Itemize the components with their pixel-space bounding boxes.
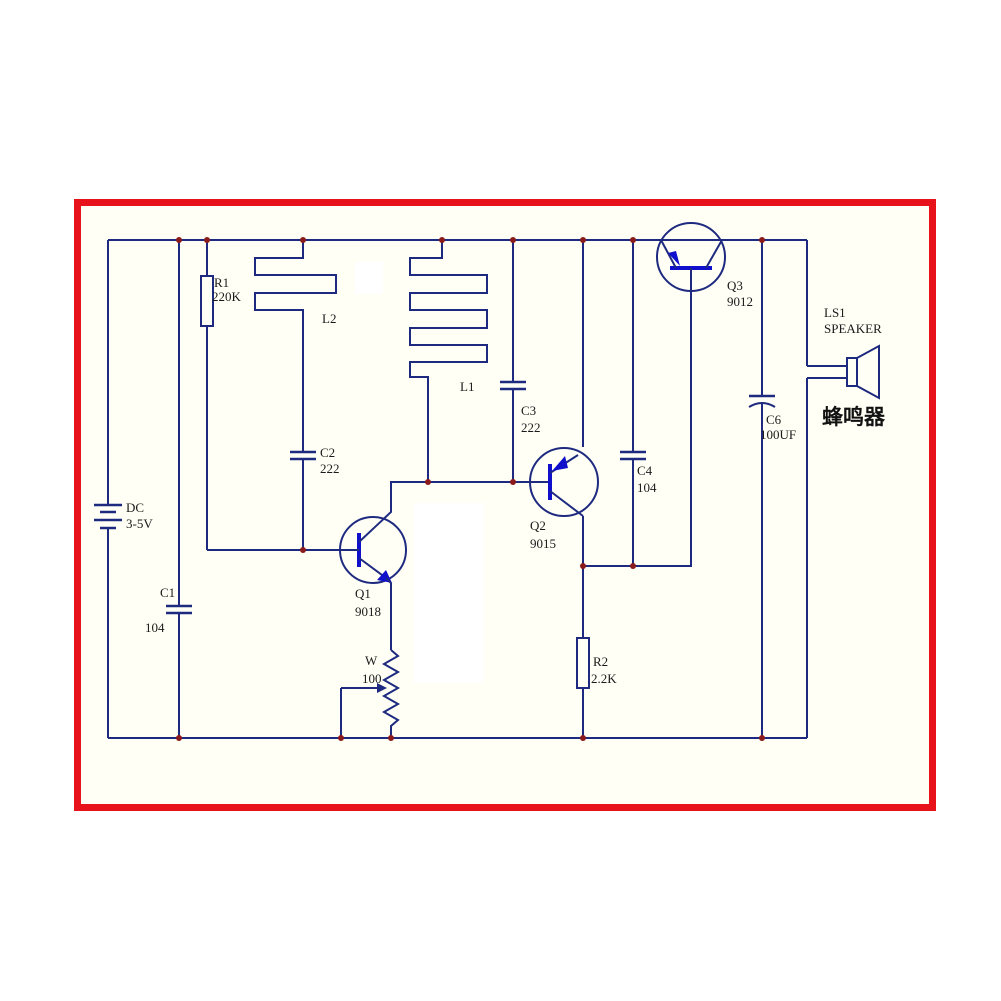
r1-ref: R1	[214, 275, 229, 290]
c6-ref: C6	[766, 412, 782, 427]
c2-ref: C2	[320, 445, 335, 460]
l1-ref: L1	[460, 379, 474, 394]
c2-value: 222	[320, 461, 340, 476]
q3-value: 9012	[727, 294, 753, 309]
q1-value: 9018	[355, 604, 381, 619]
q3-transistor	[656, 222, 726, 566]
l2-ref: L2	[322, 311, 336, 326]
ls1-ref: LS1	[824, 305, 846, 320]
l2-coil	[254, 240, 337, 452]
w-ref: W	[365, 653, 378, 668]
buzzer-label: 蜂鸣器	[822, 405, 886, 429]
c3-ref: C3	[521, 403, 536, 418]
q1-ref: Q1	[355, 586, 371, 601]
c6-capacitor	[748, 240, 776, 738]
c1-capacitor	[166, 240, 192, 738]
l1-coil	[409, 240, 488, 482]
blank-patch	[355, 262, 383, 294]
c6-value: 100UF	[760, 427, 796, 442]
circuit-frame	[74, 199, 936, 811]
r2-value: 2.2K	[591, 671, 617, 686]
c3-value: 222	[521, 420, 541, 435]
q2-transistor	[529, 240, 599, 638]
q2-ref: Q2	[530, 518, 546, 533]
dc-ref: DC	[126, 500, 144, 515]
w-value: 100	[362, 671, 382, 686]
w-potentiometer	[340, 649, 401, 738]
c1-value: 104	[145, 620, 165, 635]
c4-value: 104	[637, 480, 657, 495]
c2-capacitor	[290, 450, 316, 550]
junction-dots	[176, 237, 765, 741]
q1-transistor	[339, 481, 428, 650]
c3-capacitor	[500, 240, 526, 482]
dc-value: 3-5V	[126, 516, 153, 531]
q2-value: 9015	[530, 536, 556, 551]
c1-ref: C1	[160, 585, 175, 600]
r1-resistor	[200, 240, 341, 551]
r2-ref: R2	[593, 654, 608, 669]
speaker-icon	[806, 240, 880, 738]
c4-ref: C4	[637, 463, 653, 478]
ls1-value: SPEAKER	[824, 321, 882, 336]
r1-value: 220K	[212, 289, 242, 304]
dc-battery	[94, 240, 122, 738]
q3-ref: Q3	[727, 278, 743, 293]
c4-capacitor	[620, 240, 646, 566]
blank-patch	[414, 503, 484, 683]
r2-resistor	[576, 637, 590, 738]
